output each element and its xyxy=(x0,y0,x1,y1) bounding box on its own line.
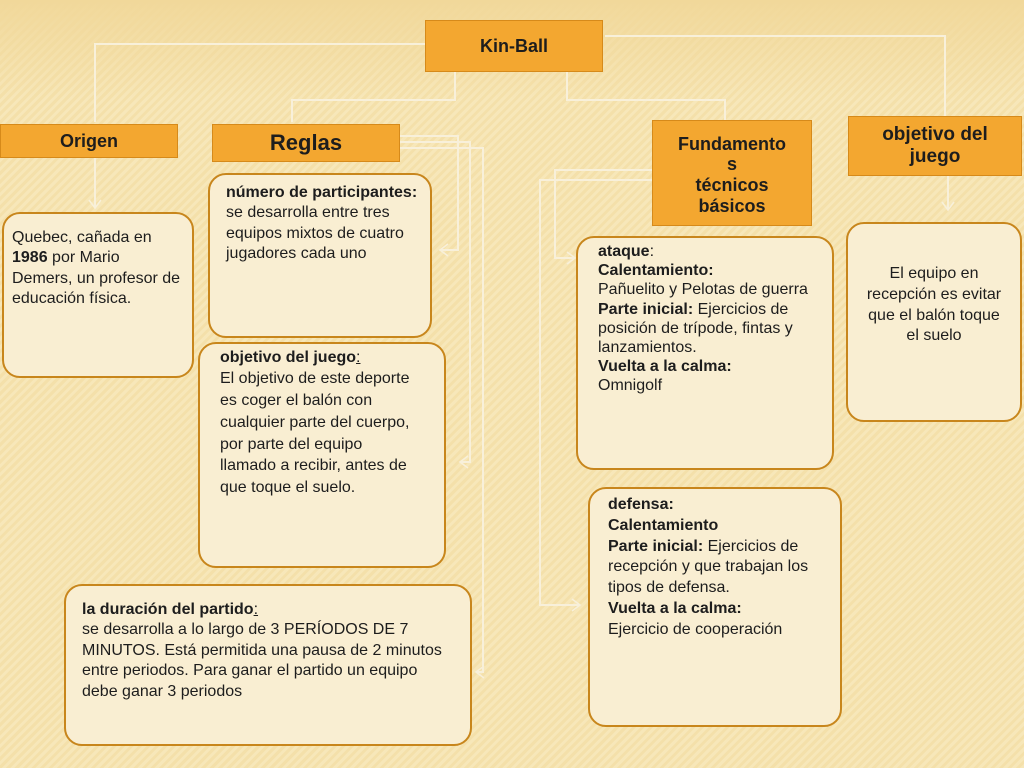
participantes-heading: número de participantes: xyxy=(226,184,418,201)
connector-title-origen xyxy=(94,43,425,122)
origen-text-1: Quebec, cañada en xyxy=(12,229,152,246)
connector-title-reglas xyxy=(291,72,456,122)
ataque-colon: : xyxy=(649,243,655,260)
duracion-heading: la duración del partido xyxy=(82,601,254,618)
title-kin-ball: Kin-Ball xyxy=(425,20,603,72)
ataque-box: ataque: Calentamiento: Pañuelito y Pelot… xyxy=(576,236,834,470)
connector-fund-ataque xyxy=(554,169,652,259)
origen-box: Quebec, cañada en 1986 por Mario Demers,… xyxy=(2,212,194,378)
connector-reglas-participantes xyxy=(400,135,459,251)
header-objetivo: objetivo del juego xyxy=(848,116,1022,176)
ataque-vuelta-text: Omnigolf xyxy=(598,377,663,395)
reglas-objetivo-body: El objetivo de este deporte es coger el … xyxy=(220,370,410,497)
ataque-calentamiento-text: Pañuelito y Pelotas de guerra xyxy=(598,281,808,299)
defensa-parte-inicial-label: Parte inicial: xyxy=(608,537,704,555)
defensa-heading: defensa: xyxy=(608,496,674,513)
reglas-objetivo-colon: : xyxy=(356,349,361,366)
defensa-box: defensa: Calentamiento Parte inicial: Ej… xyxy=(588,487,842,727)
connector-title-fundamentos xyxy=(566,72,726,122)
ataque-heading: ataque xyxy=(598,243,650,260)
reglas-objetivo-box: objetivo del juego: El objetivo de este … xyxy=(198,342,446,568)
header-reglas: Reglas xyxy=(212,124,400,162)
connector-title-objetivo xyxy=(605,35,946,120)
ataque-parte-inicial-label: Parte inicial: xyxy=(598,300,694,318)
ataque-calentamiento-label: Calentamiento: xyxy=(598,262,714,280)
participantes-body: se desarrolla entre tres equipos mixtos … xyxy=(226,204,404,263)
header-fundamentos: Fundamento s técnicos básicos xyxy=(652,120,812,226)
defensa-vuelta-label: Vuelta a la calma: xyxy=(608,599,742,617)
defensa-calentamiento-label: Calentamiento xyxy=(608,516,719,534)
duracion-colon: : xyxy=(253,601,259,618)
ataque-parte-inicial-text: Ejercicios de posición de trípode, finta… xyxy=(598,300,793,356)
header-origen: Origen xyxy=(0,124,178,158)
origen-text-2: por Mario Demers, un profesor de educaci… xyxy=(12,249,181,308)
origen-year: 1986 xyxy=(12,249,48,267)
connector-fund-defensa xyxy=(539,179,652,606)
objetivo-box: El equipo en recepción es evitar que el … xyxy=(846,222,1022,422)
ataque-vuelta-label: Vuelta a la calma: xyxy=(598,358,732,376)
participantes-box: número de participantes: se desarrolla e… xyxy=(208,173,432,338)
objetivo-body: El equipo en recepción es evitar que el … xyxy=(866,265,1002,345)
duracion-box: la duración del partido: se desarrolla a… xyxy=(64,584,472,746)
reglas-objetivo-heading: objetivo del juego xyxy=(220,349,357,366)
duracion-body: se desarrolla a lo largo de 3 PERÍODOS D… xyxy=(82,621,442,700)
defensa-vuelta-text: Ejercicio de cooperación xyxy=(608,620,783,638)
connector-reglas-objetivo xyxy=(400,141,471,463)
defensa-parte-inicial-text: Ejercicios de recepción y que trabajan l… xyxy=(608,537,809,597)
connector-reglas-duracion xyxy=(400,147,484,673)
